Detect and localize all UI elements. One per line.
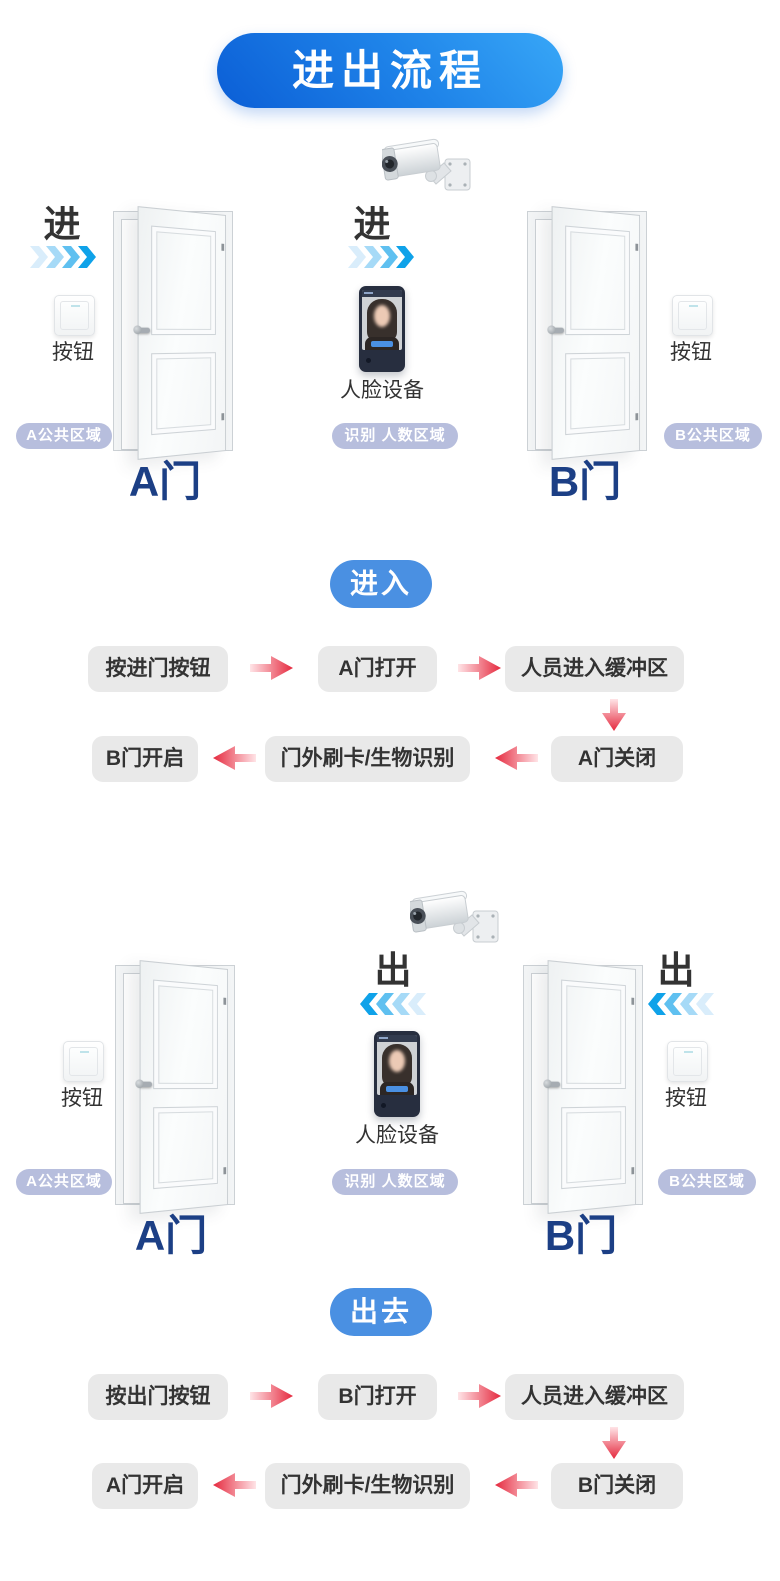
- door-leaf: [546, 960, 636, 1214]
- door-image: [524, 960, 642, 1214]
- door-leaf: [550, 206, 640, 460]
- enter-chevrons-icon: [30, 246, 96, 268]
- door-button-icon: [667, 1041, 708, 1082]
- zone-b-badge: B公共区域: [664, 423, 762, 449]
- device-screen: [362, 290, 402, 350]
- device-screen: [377, 1035, 417, 1095]
- match-result-chip: [386, 1086, 408, 1092]
- exit-direction-label: 出: [657, 950, 695, 991]
- flow-arrow-right-icon: [458, 656, 501, 680]
- door-handle-icon: [546, 1081, 561, 1088]
- flow-step: B门打开: [318, 1374, 437, 1420]
- flow-step: 按进门按钮: [88, 646, 228, 692]
- flow-step: B门开启: [92, 736, 198, 782]
- exit-direction-label: 出: [374, 950, 412, 991]
- enter-direction-label: 进: [353, 204, 391, 245]
- exit-chevrons-icon: [360, 993, 426, 1015]
- door-image: [528, 206, 646, 460]
- face-device-label: 人脸设备: [340, 379, 424, 402]
- flow-arrow-right-icon: [250, 656, 293, 680]
- page-title: 进出流程: [217, 33, 563, 108]
- flow-arrow-right-icon: [250, 1384, 293, 1408]
- flow-step: A门开启: [92, 1463, 198, 1509]
- flow-step: 人员进入缓冲区: [505, 646, 684, 692]
- enter-direction-label: 进: [43, 204, 81, 245]
- door-handle-icon: [550, 327, 565, 334]
- match-result-chip: [371, 341, 393, 347]
- flow-arrow-left-icon: [495, 746, 538, 770]
- flow-step: 门外刷卡/生物识别: [265, 736, 470, 782]
- door-handle-icon: [136, 327, 151, 334]
- door-b-label: B门: [544, 1212, 618, 1259]
- flow-arrow-down-icon: [602, 699, 626, 731]
- flow-step: 门外刷卡/生物识别: [265, 1463, 470, 1509]
- door-button-icon: [54, 295, 95, 336]
- door-image: [116, 960, 234, 1214]
- door-a-label: A门: [134, 1212, 208, 1259]
- face-device-icon: [359, 286, 405, 372]
- device-camera-dot: [366, 358, 371, 363]
- door-b-label: B门: [548, 458, 622, 505]
- zone-a-badge: A公共区域: [16, 423, 112, 449]
- flow-arrow-left-icon: [495, 1473, 538, 1497]
- flow-arrow-down-icon: [602, 1427, 626, 1459]
- flow-step: B门关闭: [551, 1463, 683, 1509]
- cctv-camera-icon: [410, 890, 499, 943]
- flow-arrow-right-icon: [458, 1384, 501, 1408]
- button-label: 按钮: [61, 1087, 103, 1110]
- face-photo: [374, 305, 390, 327]
- door-leaf: [136, 206, 226, 460]
- cctv-camera-icon: [382, 138, 471, 191]
- button-label: 按钮: [52, 341, 94, 364]
- enter-chevrons-icon: [348, 246, 414, 268]
- face-device-icon: [374, 1031, 420, 1117]
- enter-flow-pill: 进入: [330, 560, 432, 608]
- device-camera-dot: [381, 1103, 386, 1108]
- recognition-zone-badge: 识别 人数区域: [332, 1169, 458, 1195]
- recognition-zone-badge: 识别 人数区域: [332, 423, 458, 449]
- flow-arrow-left-icon: [213, 746, 256, 770]
- zone-b-badge: B公共区域: [658, 1169, 756, 1195]
- door-handle-icon: [138, 1081, 153, 1088]
- door-a-label: A门: [128, 458, 202, 505]
- flow-arrow-left-icon: [213, 1473, 256, 1497]
- door-button-icon: [672, 295, 713, 336]
- door-button-icon: [63, 1041, 104, 1082]
- button-label: 按钮: [665, 1087, 707, 1110]
- door-leaf: [138, 960, 228, 1214]
- exit-chevrons-icon: [648, 993, 714, 1015]
- flow-step: 人员进入缓冲区: [505, 1374, 684, 1420]
- door-image: [114, 206, 232, 460]
- flow-step: A门打开: [318, 646, 437, 692]
- flow-step: 按出门按钮: [88, 1374, 228, 1420]
- exit-flow-pill: 出去: [330, 1288, 432, 1336]
- face-device-label: 人脸设备: [355, 1124, 439, 1147]
- face-photo: [389, 1050, 405, 1072]
- zone-a-badge: A公共区域: [16, 1169, 112, 1195]
- button-label: 按钮: [670, 341, 712, 364]
- flow-step: A门关闭: [551, 736, 683, 782]
